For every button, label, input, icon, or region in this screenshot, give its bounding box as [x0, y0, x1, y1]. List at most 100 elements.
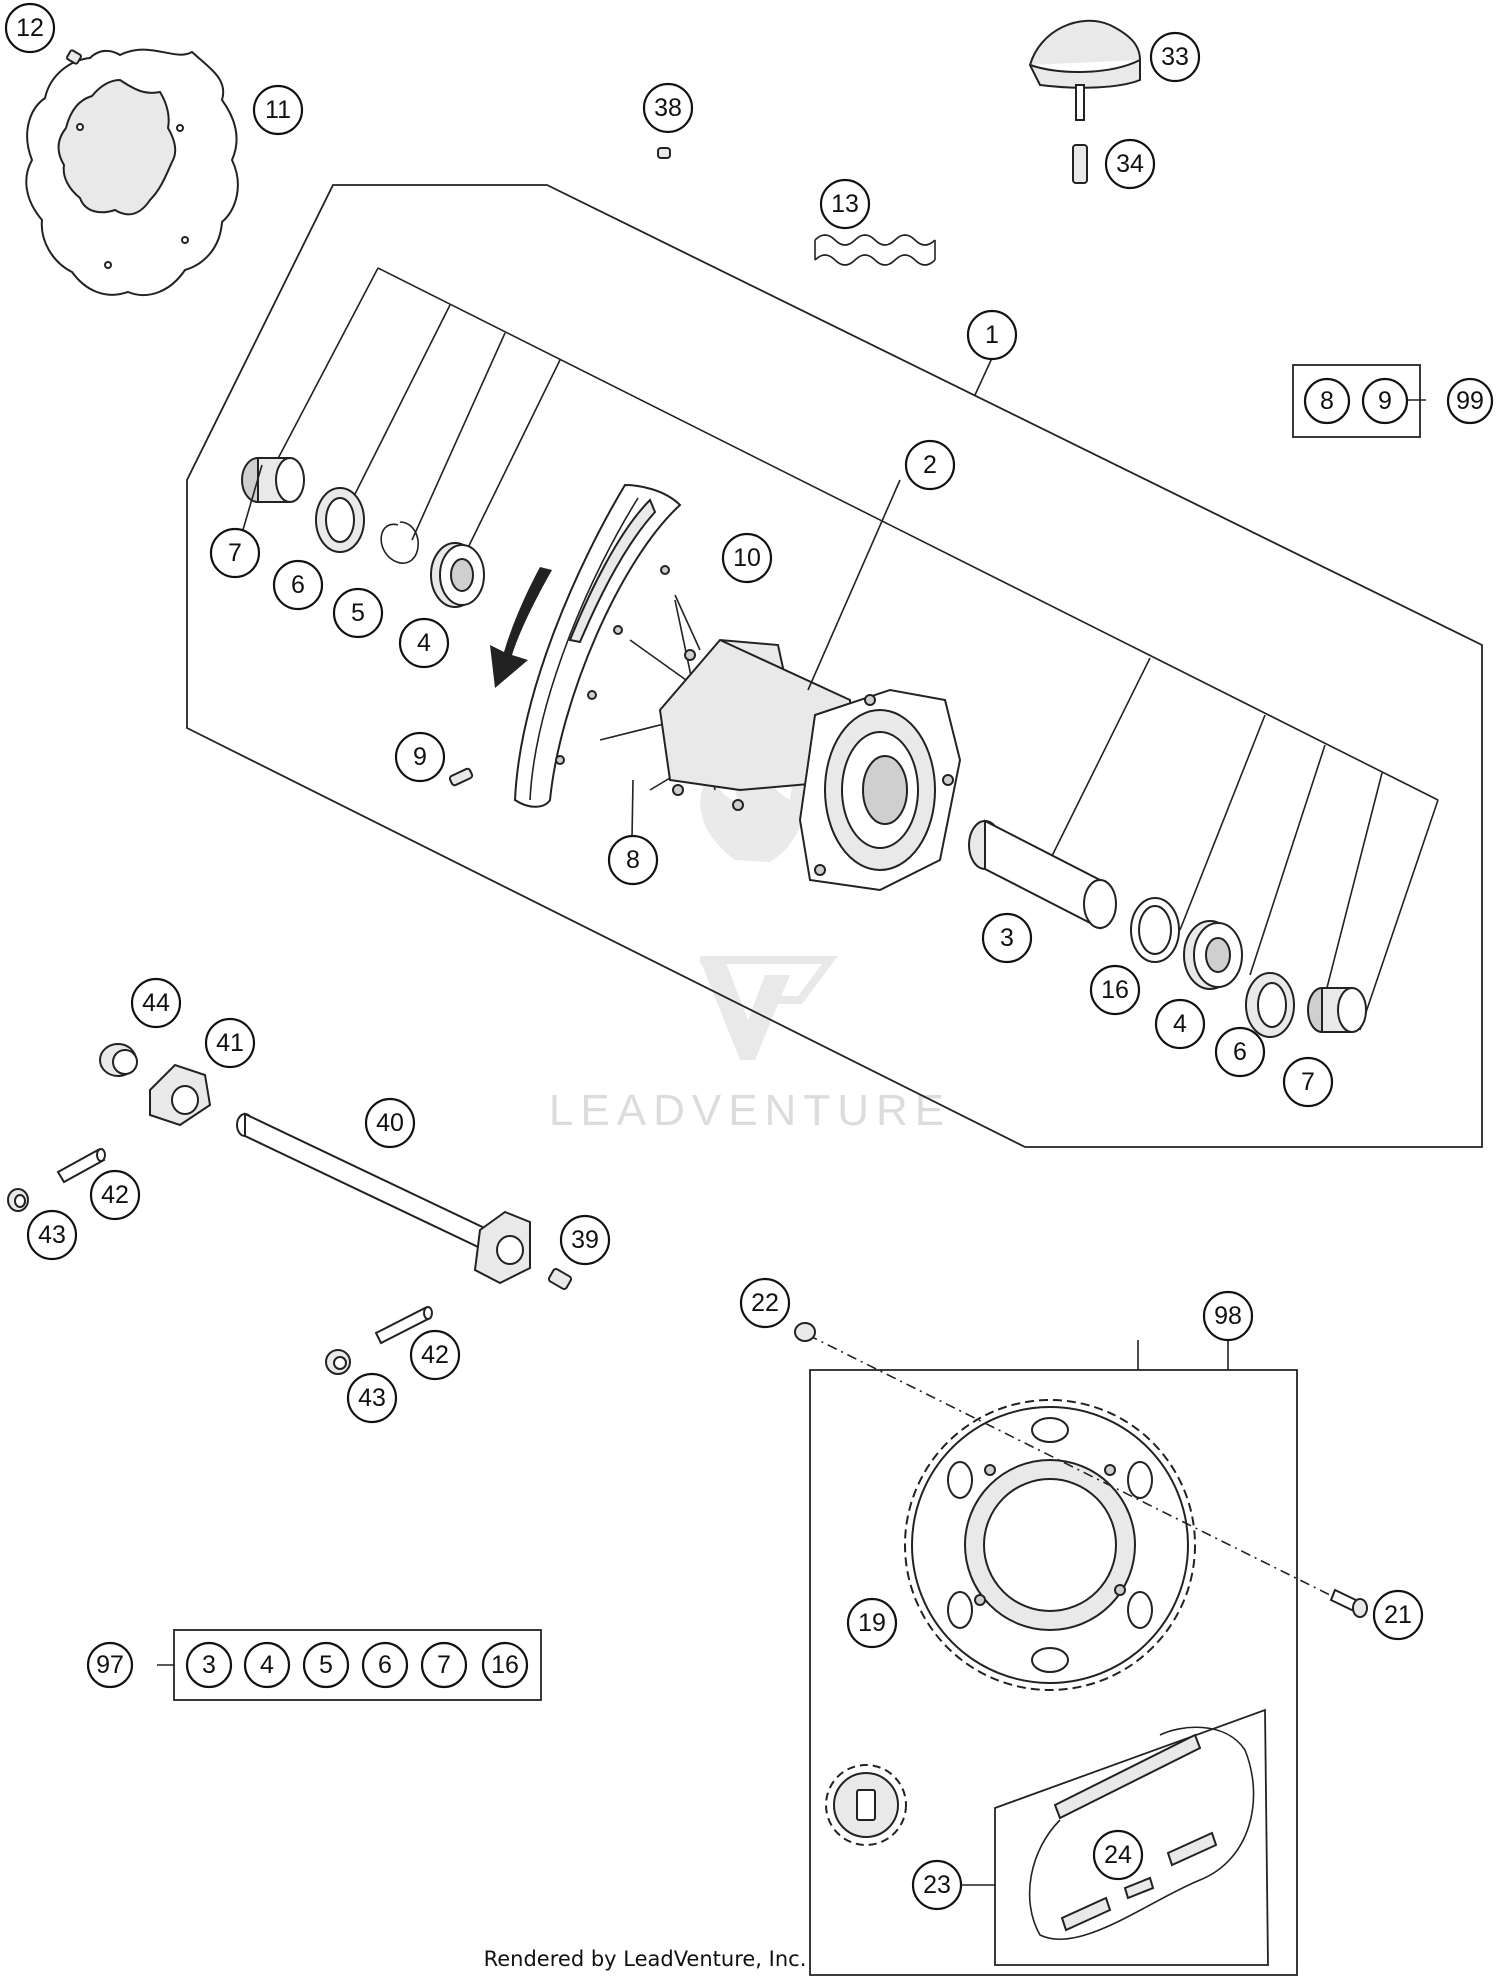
- svg-text:7: 7: [228, 539, 242, 567]
- svg-text:42: 42: [421, 1341, 449, 1369]
- callout-22: 22: [739, 1277, 791, 1329]
- axle-nut-44: [99, 1043, 138, 1077]
- rear-hub: [658, 638, 962, 892]
- svg-text:43: 43: [38, 1221, 66, 1249]
- wheel-spindle-40: [236, 1112, 531, 1285]
- callout-2: 2: [904, 439, 956, 491]
- svg-text:38: 38: [654, 94, 682, 122]
- spacer-ring-16: [1130, 897, 1180, 963]
- svg-text:23: 23: [923, 1871, 951, 1899]
- leadventure-watermark: LEADVENTURE: [549, 740, 951, 1135]
- kit-97-item-4: 4: [243, 1641, 291, 1689]
- disc-bolt: [66, 49, 82, 65]
- svg-text:3: 3: [1000, 924, 1014, 952]
- bearing-4-right: [1183, 920, 1243, 990]
- svg-text:16: 16: [491, 1651, 519, 1679]
- svg-text:19: 19: [858, 1609, 886, 1637]
- callout-1: 1: [966, 309, 1018, 361]
- chain-adjuster-41: [149, 1063, 212, 1127]
- watermark-text: LEADVENTURE: [549, 1086, 951, 1135]
- svg-text:9: 9: [1378, 387, 1392, 415]
- svg-text:13: 13: [831, 190, 859, 218]
- callout-7-right: 7: [1282, 1056, 1334, 1108]
- svg-text:12: 12: [16, 14, 44, 42]
- brake-disc: [25, 48, 239, 296]
- svg-text:4: 4: [260, 1651, 274, 1679]
- callout-6-right: 6: [1214, 1026, 1266, 1078]
- chain: [1028, 1726, 1255, 1941]
- callout-21: 21: [1372, 1589, 1424, 1641]
- svg-text:3: 3: [202, 1651, 216, 1679]
- svg-text:8: 8: [1320, 387, 1334, 415]
- kit-99-item-8: 8: [1303, 377, 1351, 425]
- callout-44: 44: [130, 977, 182, 1029]
- callout-11: 11: [252, 84, 304, 136]
- svg-text:44: 44: [142, 989, 170, 1017]
- callout-4-right: 4: [1154, 998, 1206, 1050]
- svg-text:41: 41: [216, 1029, 244, 1057]
- chain-kit-frame: [994, 1708, 1269, 1966]
- callout-33: 33: [1149, 31, 1201, 83]
- svg-text:4: 4: [417, 629, 431, 657]
- kit-97: 97 3 4 5 6 7 16: [86, 1629, 542, 1701]
- sprocket-bolt-21: [1329, 1588, 1368, 1618]
- circlip-5: [380, 521, 419, 564]
- callout-43-lower: 43: [346, 1372, 398, 1424]
- kit-99-label: 99: [1446, 377, 1494, 425]
- svg-text:98: 98: [1214, 1302, 1242, 1330]
- svg-text:7: 7: [437, 1651, 451, 1679]
- svg-text:6: 6: [291, 571, 305, 599]
- svg-text:1: 1: [985, 321, 999, 349]
- pin-42-lower: [374, 1306, 433, 1345]
- svg-text:4: 4: [1173, 1010, 1187, 1038]
- kit-97-item-5: 5: [302, 1641, 350, 1689]
- callout-7-left: 7: [209, 527, 261, 579]
- svg-text:34: 34: [1116, 150, 1144, 178]
- callout-38: 38: [642, 82, 694, 134]
- sprocket-nut-22: [794, 1322, 816, 1342]
- shaft-seal-6-left: [315, 487, 365, 553]
- svg-text:11: 11: [265, 96, 291, 124]
- pin-42-upper: [56, 1148, 106, 1184]
- kit-97-item-16: 16: [481, 1641, 529, 1689]
- callout-23: 23: [911, 1859, 963, 1911]
- callout-12: 12: [4, 2, 56, 54]
- svg-text:39: 39: [571, 1226, 599, 1254]
- svg-text:7: 7: [1301, 1068, 1315, 1096]
- kit-98-frame: [809, 1369, 1298, 1976]
- callout-6-left: 6: [272, 559, 324, 611]
- svg-text:6: 6: [1233, 1038, 1247, 1066]
- valve-cap: [657, 147, 671, 159]
- svg-text:6: 6: [378, 1651, 392, 1679]
- direction-arrow: [490, 567, 552, 688]
- svg-text:43: 43: [358, 1384, 386, 1412]
- callout-3: 3: [981, 912, 1033, 964]
- svg-text:42: 42: [101, 1181, 129, 1209]
- callout-43-upper: 43: [26, 1209, 78, 1261]
- callout-5: 5: [332, 587, 384, 639]
- rendered-by-footer: Rendered by LeadVenture, Inc.: [484, 1947, 807, 1971]
- callout-41: 41: [204, 1017, 256, 1069]
- callout-98: 98: [1202, 1290, 1254, 1342]
- callout-39: 39: [559, 1214, 611, 1266]
- callout-19: 19: [846, 1597, 898, 1649]
- kit-99-item-9: 9: [1361, 377, 1409, 425]
- svg-text:33: 33: [1161, 43, 1189, 71]
- svg-text:5: 5: [351, 599, 365, 627]
- kit-97-label: 97: [86, 1641, 134, 1689]
- svg-text:99: 99: [1456, 387, 1484, 415]
- callout-16: 16: [1089, 964, 1141, 1016]
- callout-42-lower: 42: [409, 1329, 461, 1381]
- kit-97-item-3: 3: [185, 1641, 233, 1689]
- callout-8: 8: [607, 834, 659, 886]
- rim-tape: [814, 234, 936, 266]
- wheel-stand: [1028, 19, 1141, 184]
- bearing-4-left: [430, 542, 485, 608]
- front-sprocket: [825, 1764, 907, 1846]
- callout-4-left: 4: [398, 617, 450, 669]
- adjuster-bolt-39: [547, 1268, 573, 1290]
- svg-text:10: 10: [733, 544, 761, 572]
- spoke-nipple: [448, 767, 474, 787]
- svg-text:16: 16: [1101, 976, 1129, 1004]
